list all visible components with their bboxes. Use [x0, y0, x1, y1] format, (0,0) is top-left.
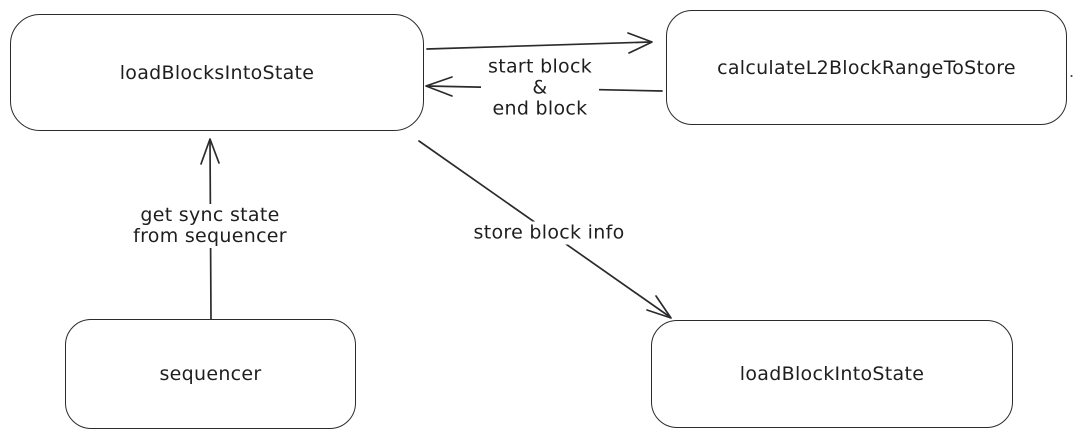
node-load-blocks-into-state: loadBlocksIntoState [10, 14, 424, 131]
edge-label-line: from sequencer [133, 225, 287, 247]
node-label: loadBlocksIntoState [119, 61, 315, 84]
stray-dot-mark: . [1069, 62, 1075, 81]
node-label: sequencer [159, 363, 262, 385]
edge-label-start-end-block: start block & end block [480, 55, 600, 121]
edge-label-line: get sync state [140, 204, 280, 226]
node-label: calculateL2BlockRangeToStore [717, 56, 1016, 79]
edge-label-line: start block [487, 55, 593, 78]
node-sequencer: sequencer [65, 319, 356, 429]
edge-label-get-sync-state: get sync state from sequencer [126, 204, 294, 248]
edge-label-line: store block info [473, 221, 625, 244]
node-load-block-into-state: loadBlockIntoState [651, 320, 1013, 428]
edge-label-store-block-info: store block info [466, 221, 632, 245]
edge-label-line: & [532, 76, 548, 99]
node-calculate-l2-block-range-to-store: calculateL2BlockRangeToStore [666, 10, 1067, 125]
edge-loadBlocksIntoState-to-calculateL2BlockRangeToStore [426, 32, 653, 54]
node-label: loadBlockIntoState [739, 363, 925, 385]
edge-label-line: end block [492, 97, 588, 120]
